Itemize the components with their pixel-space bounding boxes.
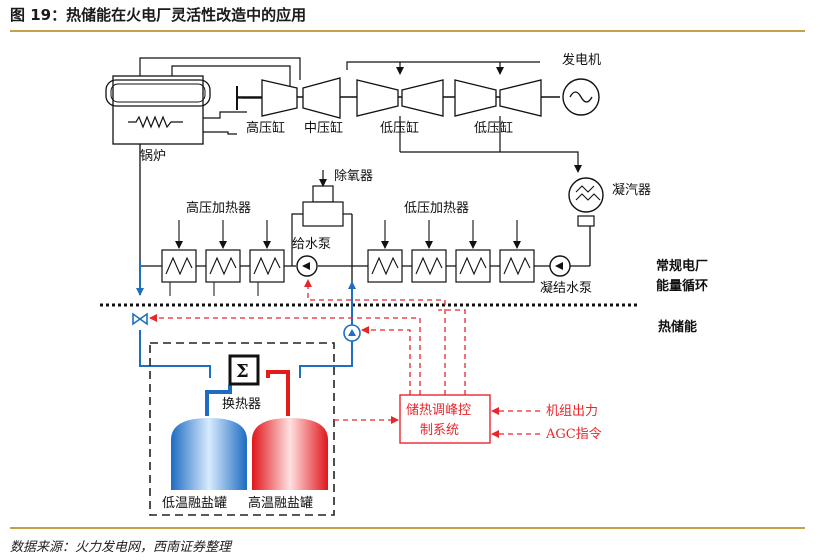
plant-cycle-label-line2: 能量循环 bbox=[656, 278, 708, 294]
bottom-rule bbox=[10, 527, 805, 529]
storage-pump bbox=[343, 324, 361, 342]
feed-pump-label: 给水泵 bbox=[292, 237, 331, 252]
hp-heater-1 bbox=[161, 220, 197, 296]
lp-cylinder-1 bbox=[356, 79, 444, 117]
lp-heater-4 bbox=[499, 220, 535, 283]
condensate-pump bbox=[549, 255, 571, 277]
boiler-label: 锅炉 bbox=[140, 148, 166, 164]
lp-heaters bbox=[367, 220, 535, 283]
heat-exchanger: Σ bbox=[228, 354, 260, 386]
lp-heater-3 bbox=[455, 220, 491, 283]
sigma-icon: Σ bbox=[236, 361, 249, 382]
lp-heaters-label: 低压加热器 bbox=[404, 201, 469, 216]
hp-cylinder-label: 高压缸 bbox=[246, 120, 285, 136]
figure-title: 图 19：热储能在火电厂灵活性改造中的应用 bbox=[10, 6, 307, 24]
boiler bbox=[105, 75, 211, 145]
hp-heater-2 bbox=[205, 220, 241, 296]
lp-heater-2 bbox=[411, 220, 447, 283]
condensate-pump-label: 凝结水泵 bbox=[540, 280, 592, 296]
condenser-label: 凝汽器 bbox=[612, 182, 651, 198]
lp-heater-1 bbox=[367, 220, 403, 283]
unit-output-input-label: 机组出力 bbox=[546, 404, 598, 419]
thermal-storage-label: 热储能 bbox=[658, 319, 697, 335]
feed-pump bbox=[296, 255, 318, 277]
generator-label: 发电机 bbox=[562, 52, 601, 68]
control-signal-lines bbox=[149, 279, 540, 438]
hp-heaters-label: 高压加热器 bbox=[186, 200, 251, 216]
storage-valve bbox=[132, 312, 148, 326]
heat-exchanger-label: 换热器 bbox=[222, 397, 261, 412]
hot-tank-label: 高温融盐罐 bbox=[248, 495, 313, 511]
lp-cylinder-2-label: 低压缸 bbox=[474, 120, 513, 136]
ip-cylinder bbox=[302, 77, 341, 119]
peak-control-system bbox=[399, 394, 491, 444]
control-system-label-line2: 制系统 bbox=[420, 423, 459, 438]
figure-source: 数据来源：火力发电网，西南证券整理 bbox=[10, 540, 232, 555]
exhaust-lines bbox=[399, 116, 582, 173]
deaerator bbox=[291, 170, 352, 266]
generator bbox=[562, 78, 600, 116]
cold-tank-label: 低温融盐罐 bbox=[162, 496, 227, 511]
ip-cylinder-label: 中压缸 bbox=[304, 120, 343, 136]
condenser bbox=[568, 177, 604, 227]
hp-cylinder bbox=[261, 79, 298, 117]
agc-input-label: AGC指令 bbox=[545, 427, 602, 442]
hp-heater-3 bbox=[249, 220, 285, 296]
hp-heaters bbox=[161, 220, 285, 296]
top-rule bbox=[10, 30, 805, 32]
deaerator-label: 除氧器 bbox=[334, 169, 373, 184]
storage-flow-lines bbox=[136, 262, 356, 416]
cold-salt-tank bbox=[171, 418, 247, 490]
plant-cycle-label-line1: 常规电厂 bbox=[656, 258, 708, 274]
lp-cylinder-2 bbox=[454, 79, 542, 117]
hot-salt-tank bbox=[252, 418, 328, 490]
control-system-label-line1: 储热调峰控 bbox=[406, 403, 471, 418]
storage-enclosure bbox=[149, 342, 335, 516]
